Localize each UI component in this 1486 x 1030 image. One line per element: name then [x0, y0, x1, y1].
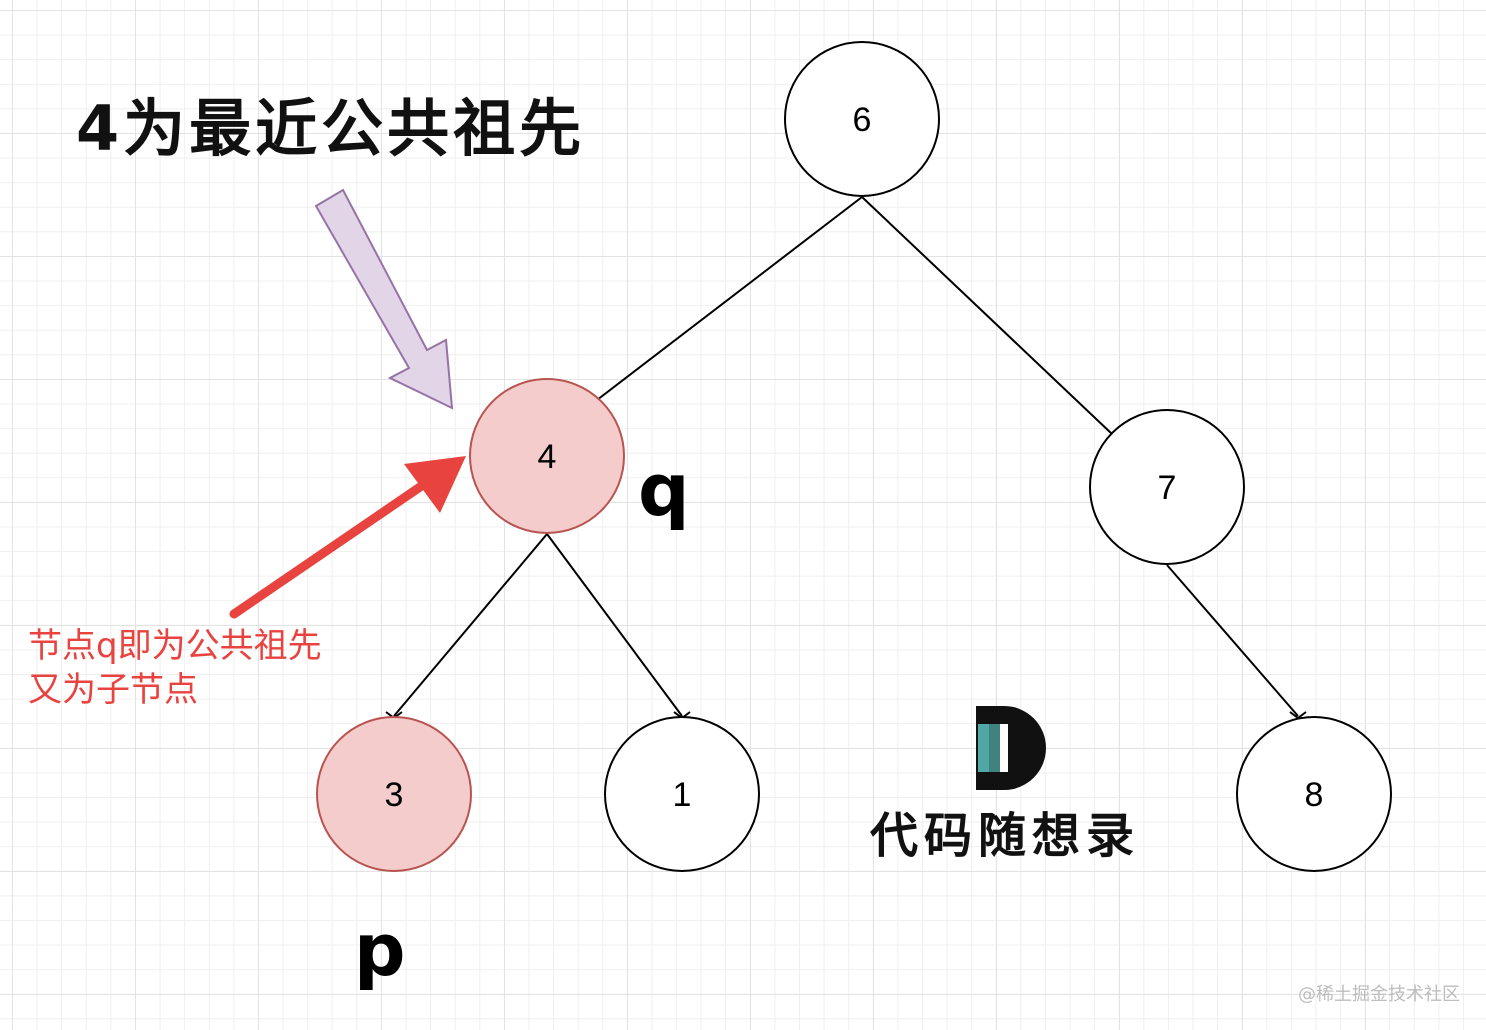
node-label: 4	[538, 438, 557, 476]
logo-mark-icon	[976, 706, 1046, 790]
diagram-title: 4为最近公共祖先	[76, 92, 586, 165]
node-circle	[316, 716, 472, 872]
annotation-line-2: 又为子节点	[28, 670, 198, 710]
watermark: @稀土掘金技术社区	[1298, 984, 1460, 1005]
node-label: 6	[853, 101, 872, 139]
red-arrow-shaft	[229, 482, 425, 619]
label-p: p	[354, 908, 406, 992]
logo-teal-bar-light	[989, 724, 1000, 772]
edge-4-1	[546, 533, 683, 717]
node-label: 7	[1158, 469, 1177, 507]
edge-4-3	[393, 533, 548, 717]
tree-node-3: 3	[316, 716, 472, 872]
logo-white-inner	[1000, 724, 1008, 772]
edge-7-8	[1166, 564, 1299, 717]
edge-6-4	[596, 196, 863, 401]
tree-node-1: 1	[604, 716, 760, 872]
label-q: q	[638, 448, 690, 532]
annotation-text: 节点q即为公共祖先 又为子节点	[28, 624, 322, 712]
node-circle	[1089, 409, 1245, 565]
logo-text: 代码随想录	[870, 808, 1141, 864]
logo-teal-bar-dark	[978, 724, 989, 772]
node-label: 1	[673, 776, 692, 814]
tree-node-7: 7	[1089, 409, 1245, 565]
node-circle	[469, 378, 625, 534]
red-arrow-icon	[229, 456, 466, 619]
tree-edges	[393, 196, 1299, 717]
edge-arrowheads	[385, 711, 1307, 720]
node-label: 3	[385, 776, 404, 814]
node-circle	[1236, 716, 1392, 872]
node-circle	[784, 41, 940, 197]
tree-node-6: 6	[784, 41, 940, 197]
node-circle	[604, 716, 760, 872]
tree-node-8: 8	[1236, 716, 1392, 872]
purple-arrow-icon	[314, 188, 454, 410]
annotation-line-1: 节点q即为公共祖先	[28, 626, 322, 666]
tree-node-4: 4	[469, 378, 625, 534]
node-label: 8	[1305, 776, 1324, 814]
edge-6-7	[861, 196, 1113, 435]
red-arrow-head	[404, 456, 466, 513]
